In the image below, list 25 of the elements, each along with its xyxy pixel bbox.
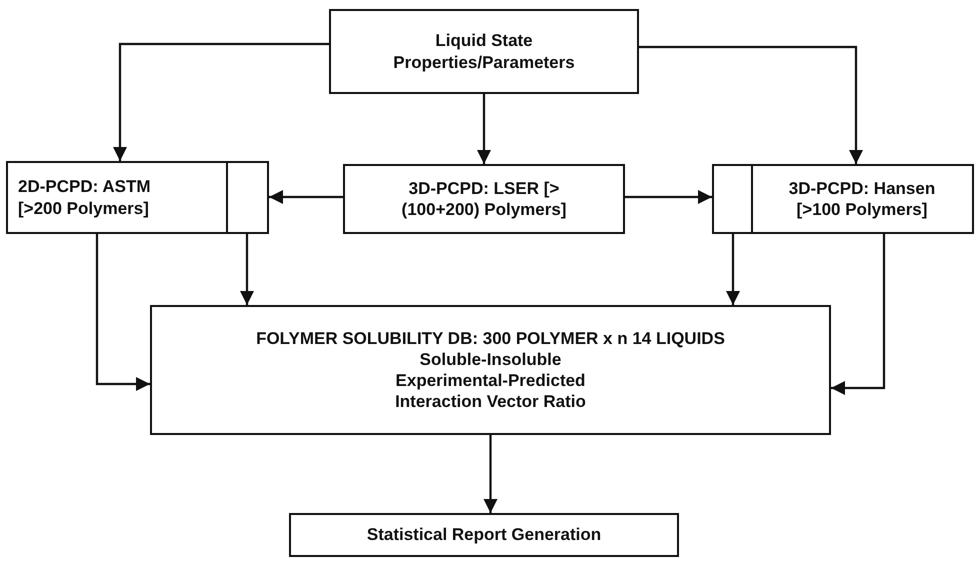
arrow xyxy=(477,94,491,164)
node-title: 2D-PCPD: ASTM [>200 Polymers] xyxy=(18,176,152,219)
arrow xyxy=(96,234,150,391)
arrow xyxy=(113,42,329,161)
node-title: FOLYMER SOLUBILITY DB: 300 POLYMER x n 14 LIQUIDS xyxy=(256,328,725,349)
node-title: 3D-PCPD: Hansen [>100 Polymers] xyxy=(788,178,936,220)
process-box xyxy=(6,161,269,234)
arrow xyxy=(625,190,712,204)
arrow xyxy=(831,234,886,395)
process-box xyxy=(150,305,831,435)
arrow xyxy=(269,190,343,204)
arrow xyxy=(240,234,254,305)
arrow xyxy=(639,46,863,164)
arrow xyxy=(484,435,498,513)
process-box xyxy=(712,164,974,234)
node-text: Experimental-Predicted xyxy=(396,370,586,392)
process-box xyxy=(329,9,639,94)
node-title: Statistical Report Generation xyxy=(366,524,602,546)
node-title: 3D-PCPD: LSER [> (100+200) Polymers] xyxy=(400,178,568,220)
node-text: Soluble-Insoluble xyxy=(420,348,562,370)
process-box xyxy=(343,164,625,234)
node-title: Liquid State Properties/Parameters xyxy=(392,30,576,73)
process-box xyxy=(289,513,679,557)
arrow xyxy=(726,234,740,305)
node-text: Interaction Vector Ratio xyxy=(395,391,586,412)
